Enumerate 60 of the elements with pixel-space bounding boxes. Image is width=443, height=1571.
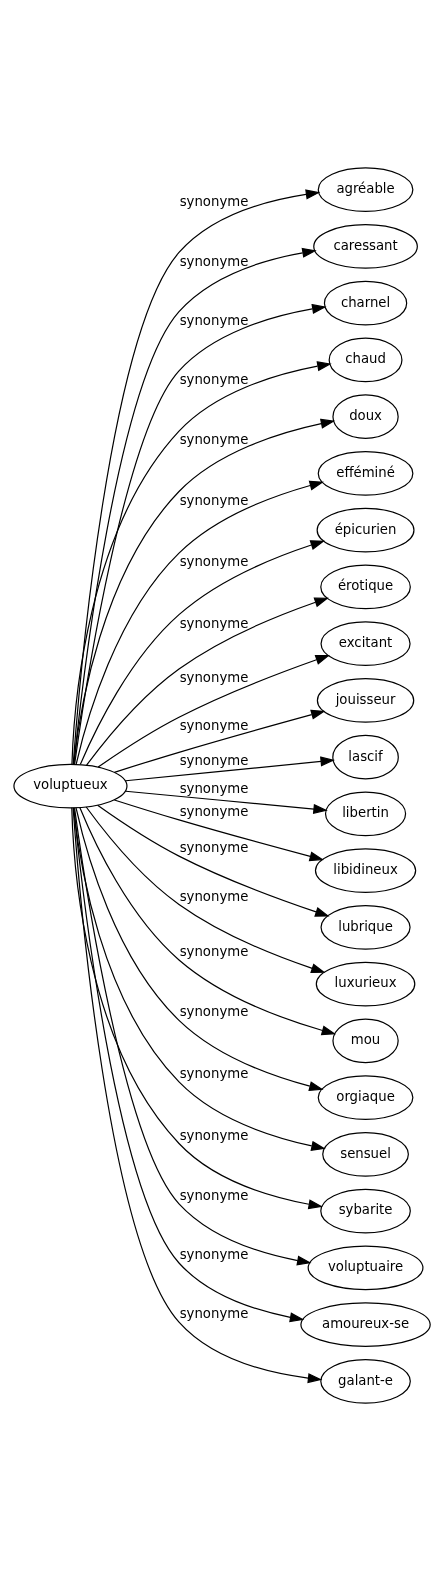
node-ellipse: érotique [319,564,411,610]
arrow [79,540,325,765]
edge-label: synonyme [179,804,248,820]
node-ellipse: voluptuaire [307,1245,423,1291]
edge-label: synonyme [179,554,248,570]
node-ellipse: caressant [312,224,418,269]
node-ellipse: jouisseur [316,678,414,723]
arrow [74,807,324,1092]
edge-label: synonyme [179,1066,248,1082]
edge-label: synonyme [179,312,248,328]
node-ellipse: mou [331,1018,399,1064]
edge-label: synonyme [179,888,248,904]
arrow [85,806,326,974]
node-ellipse: doux [331,394,399,439]
arrow [70,807,323,1210]
arrow [96,804,330,917]
arrow [85,597,329,766]
node-ellipse: libidineux [314,848,416,893]
node-ellipse: épicurien [316,507,415,553]
node-ellipse: lubrique [319,905,411,950]
node-ellipse: galant-e [319,1358,411,1404]
edge-label: synonyme [179,1247,248,1263]
edge-label: synonyme [179,432,248,448]
edge-label: synonyme [179,718,248,734]
node-ellipse: chaud [328,337,403,383]
edge-label: synonyme [179,840,248,856]
arrow [113,709,325,773]
node-ellipse: charnel [323,280,407,326]
edge-label: synonyme [179,194,248,210]
arrow [78,807,336,1036]
edge-label: synonyme [179,253,248,269]
edge-label: synonyme [179,1127,248,1143]
node-ellipse: amoureux-se [299,1302,431,1347]
node-ellipse: voluptueux [12,763,128,809]
node-ellipse: efféminé [317,451,413,496]
node-ellipse: sybarite [319,1188,411,1234]
edge-label: synonyme [179,670,248,686]
edge-label: synonyme [179,615,248,631]
arrow [124,756,335,782]
arrow [97,655,330,768]
arrow [72,807,322,1384]
node-ellipse: agréable [317,167,413,213]
node-ellipse: lascif [331,734,399,780]
arrow [75,480,324,766]
edge-label: synonyme [179,371,248,387]
edge-label: synonyme [179,492,248,508]
node-ellipse: luxurieux [315,961,415,1007]
node-ellipse: libertin [324,791,406,837]
edge-label: synonyme [179,944,248,960]
edge-label: synonyme [179,781,248,797]
node-ellipse: orgiaque [317,1075,413,1120]
node-ellipse: excitant [319,621,411,666]
arrow [124,790,328,815]
edge-label: synonyme [179,753,248,769]
arrow [113,799,324,862]
arrow [72,418,335,765]
edge-label: synonyme [179,1004,248,1020]
edge-label: synonyme [179,1306,248,1322]
node-ellipse: sensuel [321,1132,409,1177]
edge-label: synonyme [179,1187,248,1203]
